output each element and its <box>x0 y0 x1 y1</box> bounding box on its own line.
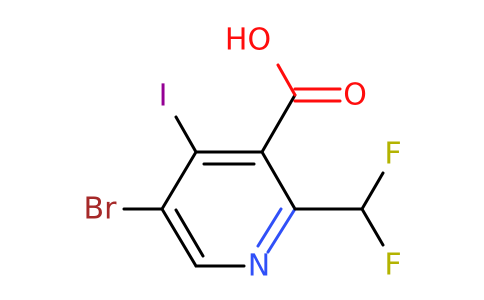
bond-chf2-f-bottom <box>360 207 385 247</box>
bond-c3-carboxyl <box>260 93 297 154</box>
bond-chf2-f-top <box>360 171 385 211</box>
atom-label-iodine: I <box>159 79 168 114</box>
atom-label-o-carbonyl: O <box>343 78 367 113</box>
atom-label-bromine: Br <box>84 192 118 227</box>
atom-label-fluorine-top: F <box>384 137 401 172</box>
bond-c3-c2 <box>260 150 297 211</box>
bond-n-c2-inner <box>256 207 283 248</box>
atom-label-fluorine-bottom: F <box>384 248 401 283</box>
bond-c4-c5 <box>160 150 198 211</box>
bond-c5-c6 <box>160 207 198 268</box>
bond-carboxyl-oh <box>276 63 297 97</box>
atom-label-nitrogen: N <box>248 249 270 284</box>
bond-c4-iodine <box>174 115 198 154</box>
atom-label-oh: HO <box>225 23 271 58</box>
bond-n-c2 <box>266 207 297 254</box>
bond-c5-c6-inner <box>174 208 205 258</box>
